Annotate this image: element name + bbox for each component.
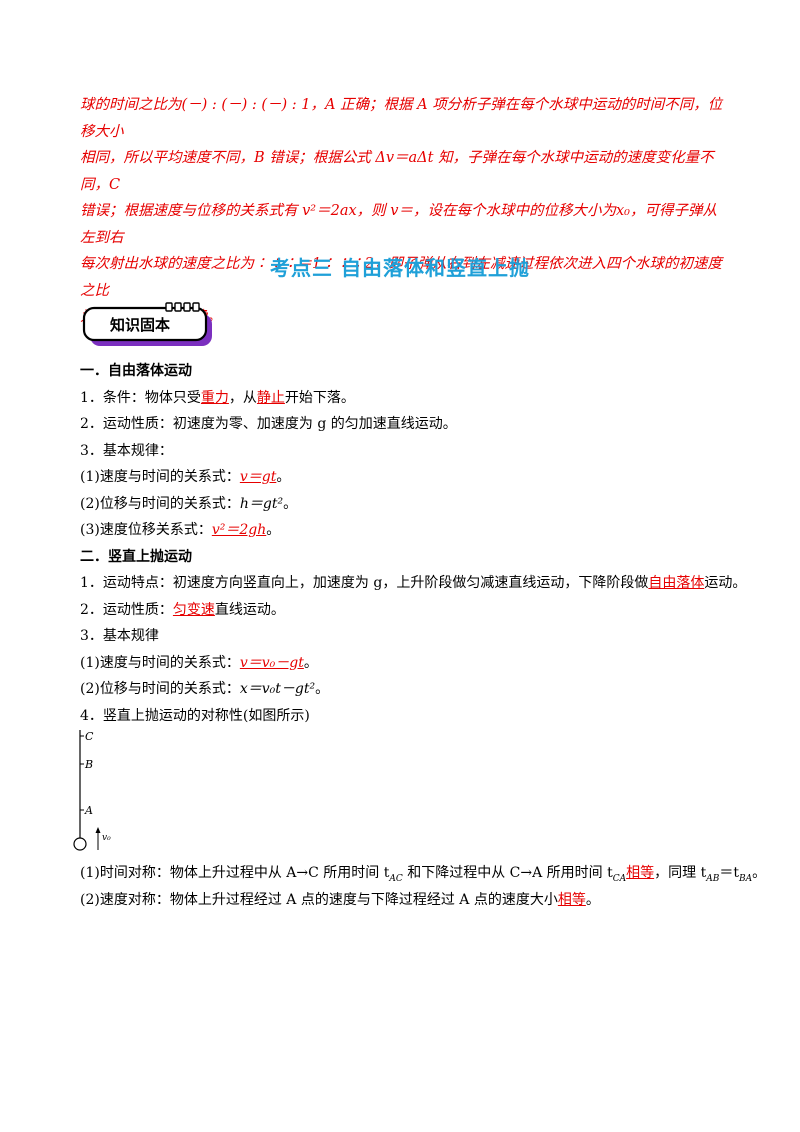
answer-blank: v＝gt (239, 469, 277, 485)
formula-text: x＝v₀t－gt² (239, 681, 316, 697)
time-symmetry: (1)时间对称：物体上升过程中从 A→C 所用时间 tAC 和下降过程中从 C→… (80, 865, 767, 884)
initial-velocity-label: v₀ (102, 833, 111, 843)
formula-velocity-displacement: (3)速度位移关系式：v²＝2gh。 (80, 522, 281, 538)
answer-blank: 相等 (626, 865, 655, 881)
ball-icon (73, 837, 87, 851)
item-nature: 2．运动性质：匀变速直线运动。 (80, 601, 285, 618)
formula-displacement: (2)位移与时间的关系式：x＝v₀t－gt²。 (80, 681, 330, 697)
analysis-line: 错误；根据速度与位移的关系式有 v²＝2ax，则 v＝，设在每个水球中的位移大小… (80, 203, 717, 246)
formula-text: h＝gt² (239, 495, 284, 512)
formula-velocity: (1)速度与时间的关系式：v＝gt。 (80, 469, 291, 485)
arrow-up-icon (95, 827, 101, 833)
item-feature: 1．运动特点：初速度方向竖直向上，加速度为 g，上升阶段做匀减速直线运动，下降阶… (80, 575, 747, 591)
item-symmetry: 4．竖直上抛运动的对称性(如图所示) (80, 707, 310, 724)
item-rules: 3．基本规律： (80, 442, 173, 459)
badge-frame-icon: 知识固本 (82, 302, 212, 346)
point-a-label: A (84, 804, 93, 817)
item-rules: 3．基本规律 (80, 628, 159, 644)
symmetry-content: (1)时间对称：物体上升过程中从 A→C 所用时间 tAC 和下降过程中从 C→… (80, 860, 767, 913)
velocity-symmetry: (2)速度对称：物体上升过程经过 A 点的速度与下降过程经过 A 点的速度大小相… (80, 891, 600, 908)
symmetry-diagram: C B A v₀ (70, 726, 150, 858)
answer-blank: 相等 (557, 891, 586, 908)
answer-blank: 匀变速 (172, 601, 215, 618)
analysis-line: 球的时间之比为(－) : (－) : (－) : 1，A 正确；根据 A 项分析… (80, 97, 723, 140)
badge-label: 知识固本 (110, 316, 170, 334)
formula-velocity: (1)速度与时间的关系式：v＝v₀－gt。 (80, 654, 318, 671)
section-title: 考点三 自由落体和竖直上抛 (270, 256, 530, 280)
formula-displacement: (2)位移与时间的关系式：h＝gt²。 (80, 495, 298, 512)
heading-free-fall: 一．自由落体运动 (80, 363, 192, 379)
answer-blank: 重力 (200, 389, 229, 406)
point-c-label: C (85, 730, 94, 743)
point-b-label: B (84, 758, 93, 771)
answer-blank: 自由落体 (648, 575, 705, 591)
knowledge-badge: 知识固本 (78, 300, 214, 348)
answer-blank: 静止 (256, 389, 285, 406)
analysis-paragraph: 球的时间之比为(－) : (－) : (－) : 1，A 正确；根据 A 项分析… (80, 92, 730, 331)
analysis-line: 每次射出水球的速度之比为∶∶∶＝1∶∶∶2，即子弹从右到左减速过程依次进入四个水… (80, 256, 722, 299)
item-nature: 2．运动性质：初速度为零、加速度为 g 的匀加速直线运动。 (80, 416, 457, 432)
analysis-line: 相同，所以平均速度不同，B 错误；根据公式 Δv＝aΔt 知，子弹在每个水球中运… (80, 150, 714, 193)
answer-blank: v＝v₀－gt (239, 654, 304, 671)
answer-blank: v²＝2gh (211, 522, 267, 538)
knowledge-content: 一．自由落体运动 1．条件：物体只受重力，从静止开始下落。 2．运动性质：初速度… (80, 358, 747, 729)
heading-vertical-throw: 二．竖直上抛运动 (80, 548, 192, 565)
item-condition: 1．条件：物体只受重力，从静止开始下落。 (80, 389, 355, 406)
